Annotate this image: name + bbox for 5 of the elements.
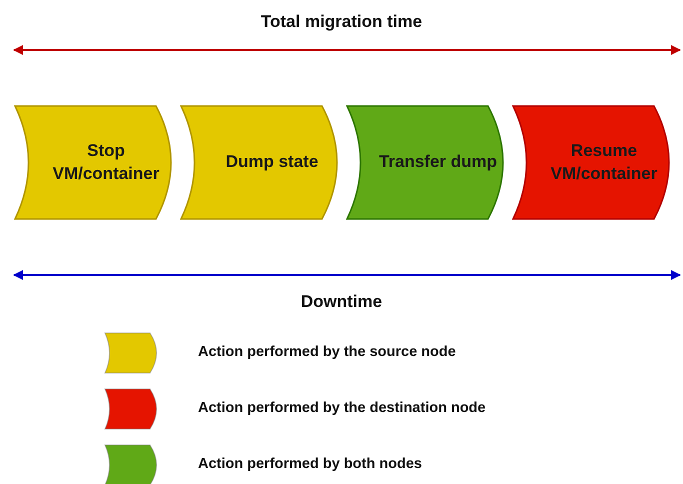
dimension-label: Downtime [300,292,382,311]
dimension-label: Total migration time [260,12,422,31]
legend-label: Action performed by the source node [198,344,456,360]
legend-label: Action performed by both nodes [198,456,422,472]
legend-label: Action performed by the destination node [198,400,486,416]
